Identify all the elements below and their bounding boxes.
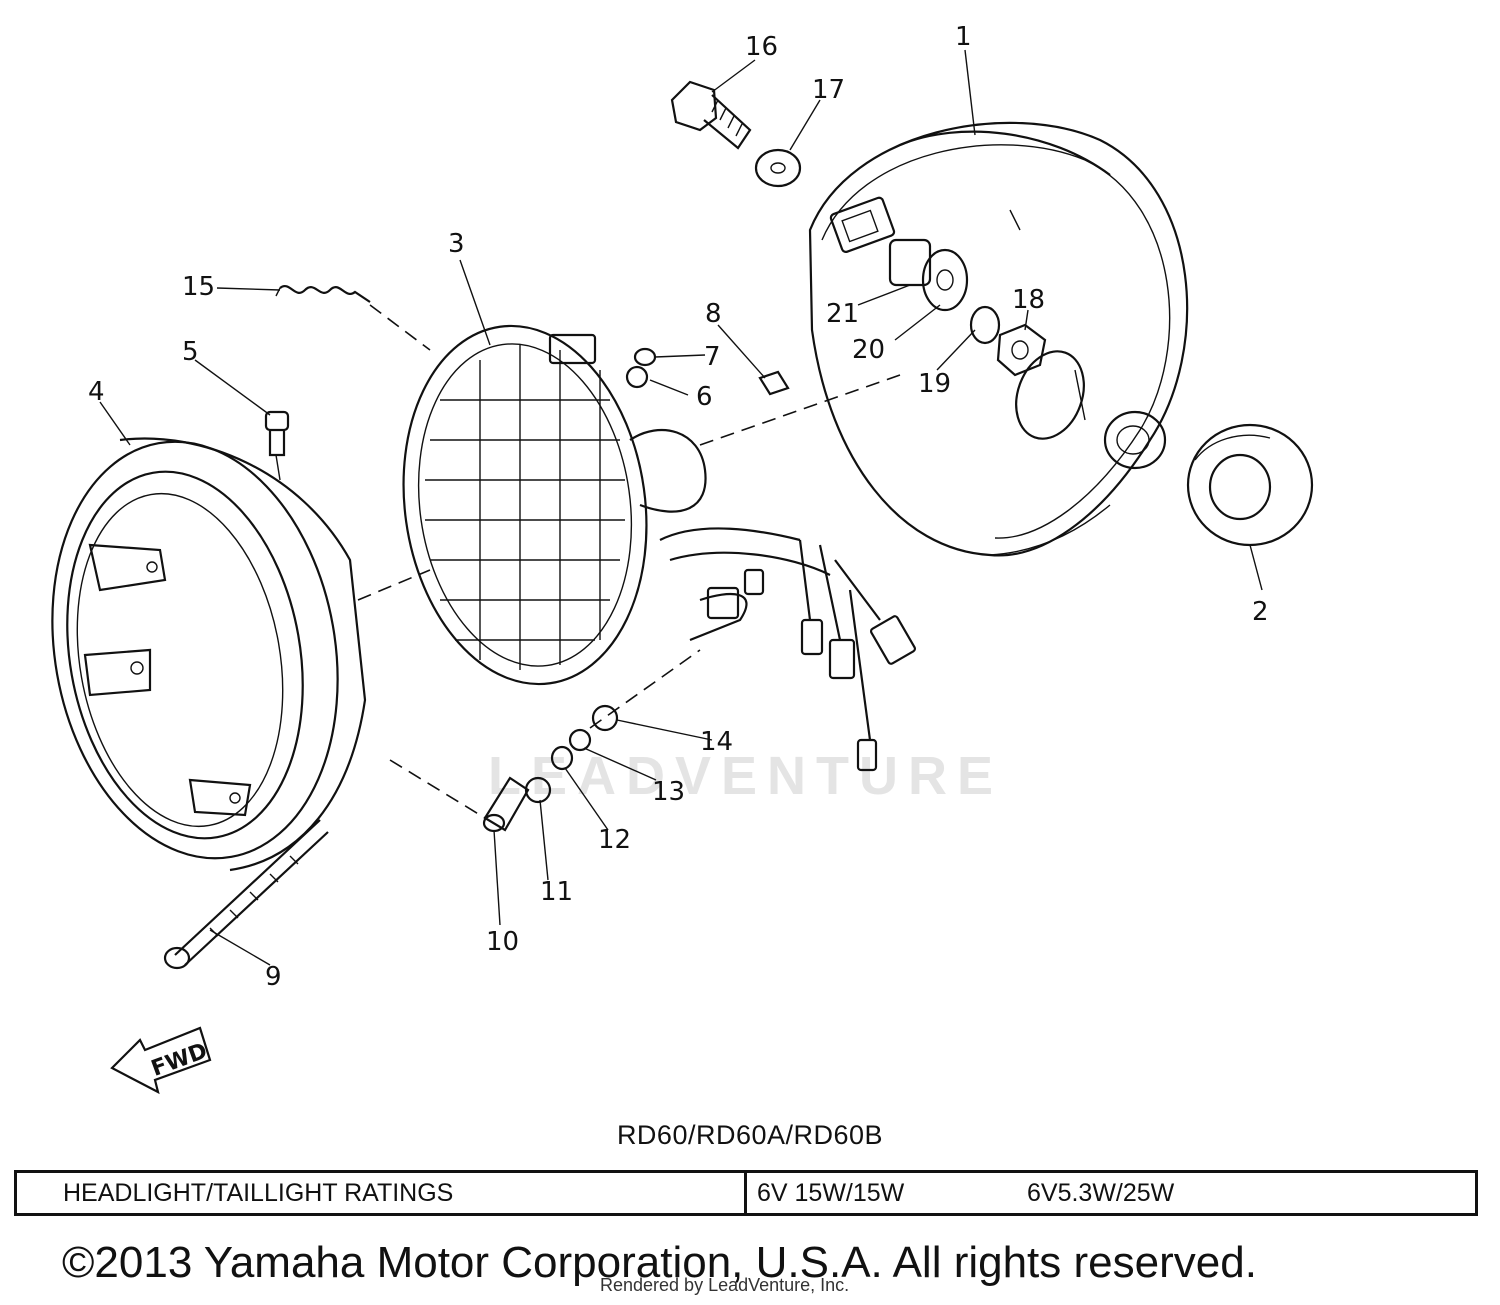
callout-7: 7 bbox=[704, 342, 721, 372]
callout-2: 2 bbox=[1252, 597, 1269, 627]
callout-12: 12 bbox=[598, 825, 631, 855]
callout-13: 13 bbox=[652, 777, 685, 807]
callout-19: 19 bbox=[918, 369, 951, 399]
assembly-lines bbox=[357, 304, 901, 819]
callout-20: 20 bbox=[852, 335, 885, 365]
adjusting-screw-parts bbox=[163, 704, 619, 970]
callout-10: 10 bbox=[486, 927, 519, 957]
callout-3: 3 bbox=[448, 229, 465, 259]
callout-numbers: 1 2 3 4 5 6 7 8 9 10 11 12 13 14 15 16 1… bbox=[88, 22, 1269, 992]
callout-11: 11 bbox=[540, 877, 573, 907]
wire-harness bbox=[706, 539, 916, 772]
fwd-arrow-icon: FWD bbox=[110, 1026, 212, 1095]
copyright-notice: ©2013 Yamaha Motor Corporation, U.S.A. A… bbox=[62, 1238, 1257, 1287]
callout-17: 17 bbox=[812, 75, 845, 105]
ratings-label: HEADLIGHT/TAILLIGHT RATINGS bbox=[17, 1173, 747, 1213]
ratings-table: HEADLIGHT/TAILLIGHT RATINGS 6V 15W/15W 6… bbox=[14, 1170, 1478, 1216]
callout-14: 14 bbox=[700, 727, 733, 757]
rating-value-1: 6V 15W/15W bbox=[757, 1179, 905, 1207]
callout-1: 1 bbox=[955, 22, 972, 52]
headlight-rim bbox=[51, 437, 367, 872]
leader-lines bbox=[99, 49, 1263, 966]
rendered-by-credit: Rendered by LeadVenture, Inc. bbox=[600, 1275, 850, 1295]
callout-9: 9 bbox=[265, 962, 282, 992]
sealed-beam-unit bbox=[402, 324, 831, 686]
callout-5: 5 bbox=[182, 337, 199, 367]
callout-15: 15 bbox=[182, 272, 215, 302]
rating-value-2: 6V5.3W/25W bbox=[1027, 1179, 1175, 1207]
callout-8: 8 bbox=[705, 299, 722, 329]
headlight-shell bbox=[808, 121, 1189, 557]
bolt-and-washer bbox=[670, 80, 802, 188]
callout-6: 6 bbox=[696, 382, 713, 412]
headlight-exploded-diagram: 1 2 3 4 5 6 7 8 9 10 11 12 13 14 15 16 1… bbox=[51, 22, 1314, 1095]
callout-18: 18 bbox=[1012, 285, 1045, 315]
callout-16: 16 bbox=[745, 32, 778, 62]
grommet bbox=[1186, 423, 1314, 547]
callout-21: 21 bbox=[826, 299, 859, 329]
model-title: RD60/RD60A/RD60B bbox=[616, 1120, 884, 1150]
spring bbox=[275, 285, 371, 303]
socket-parts bbox=[888, 238, 1047, 377]
small-fasteners bbox=[264, 347, 790, 481]
callout-4: 4 bbox=[88, 377, 105, 407]
